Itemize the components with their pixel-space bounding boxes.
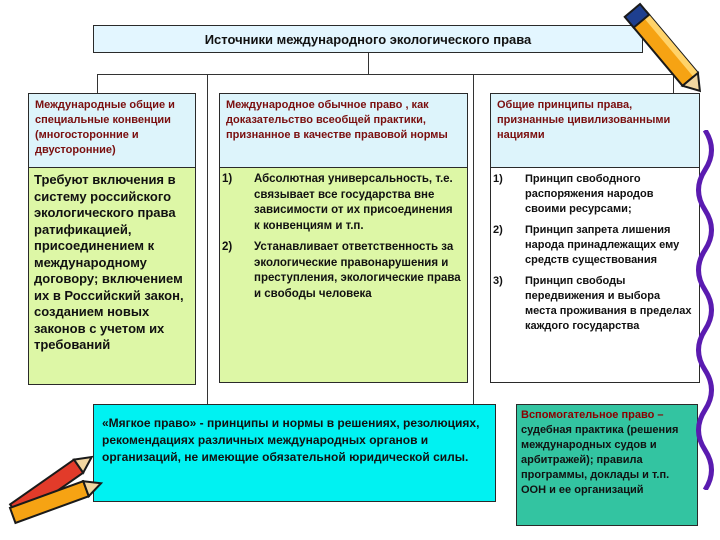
list-item-text: Устанавливает ответственность за экологи… — [254, 241, 461, 300]
list-item-number: 1) — [493, 173, 503, 185]
list-item-number: 1) — [222, 173, 233, 185]
column-3-list: 1) Принцип свободного распоряжения народ… — [491, 172, 693, 334]
list-item: 2) Устанавливает ответственность за экол… — [220, 240, 461, 302]
list-item-text: Абсолютная универсальность, т.е. связыва… — [254, 173, 453, 232]
column-1-header-text: Международные общие и специальные конвен… — [35, 99, 175, 156]
column-2-list: 1) Абсолютная универсальность, т.е. связ… — [220, 172, 461, 302]
column-3-body: 1) Принцип свободного распоряжения народ… — [490, 167, 700, 383]
column-1-header: Международные общие и специальные конвен… — [28, 93, 196, 168]
list-item-text: Принцип свободного распоряжения народов … — [525, 173, 654, 215]
auxiliary-law-title: Вспомогательное право – — [521, 409, 664, 421]
auxiliary-law-box: Вспомогательное право – судебная практик… — [516, 404, 698, 526]
list-item-text: Принцип запрета лишения народа принадлеж… — [525, 224, 680, 266]
list-item-text: Принцип свободы передвижения и выбора ме… — [525, 275, 692, 332]
connector-horizontal — [97, 74, 673, 75]
title-box: Источники международного экологического … — [93, 25, 643, 53]
list-item: 2) Принцип запрета лишения народа принад… — [491, 223, 693, 268]
connector-right — [673, 74, 674, 94]
squiggle-icon — [696, 130, 714, 490]
connector-col1 — [97, 74, 98, 94]
column-2-header: Международное обычное право , как доказа… — [219, 93, 468, 168]
list-item-number: 2) — [493, 224, 503, 236]
connector-col3 — [473, 74, 474, 404]
pencils-icon — [8, 455, 104, 525]
column-3-header: Общие принципы права, признанные цивилиз… — [490, 93, 700, 168]
connector-title-down — [368, 52, 369, 74]
list-item: 3) Принцип свободы передвижения и выбора… — [491, 274, 693, 334]
list-item-number: 3) — [493, 275, 503, 287]
column-1-body: Требуют включения в систему российского … — [28, 167, 196, 385]
soft-law-box: «Мягкое право» - принципы и нормы в реше… — [93, 404, 496, 502]
column-3-header-text: Общие принципы права, признанные цивилиз… — [497, 99, 671, 141]
list-item: 1) Абсолютная универсальность, т.е. связ… — [220, 172, 461, 234]
page-title: Источники международного экологического … — [204, 31, 532, 47]
pencil-icon — [623, 2, 702, 93]
list-item: 1) Принцип свободного распоряжения народ… — [491, 172, 693, 217]
column-1-body-text: Требуют включения в систему российского … — [34, 172, 184, 352]
column-2-header-text: Международное обычное право , как доказа… — [226, 99, 448, 141]
auxiliary-law-text: судебная практика (решения международных… — [521, 424, 679, 496]
soft-law-text: «Мягкое право» - принципы и нормы в реше… — [102, 416, 480, 464]
list-item-number: 2) — [222, 241, 233, 253]
column-2-body: 1) Абсолютная универсальность, т.е. связ… — [219, 167, 468, 383]
connector-col2 — [207, 74, 208, 404]
